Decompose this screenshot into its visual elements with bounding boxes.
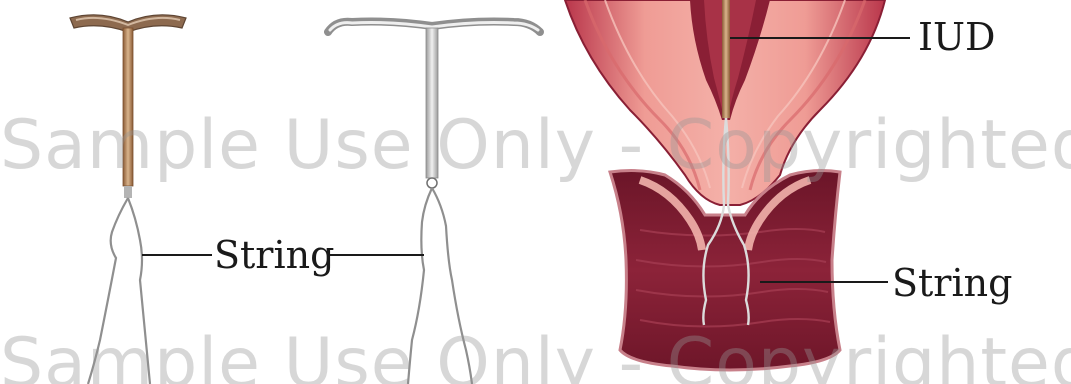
- hormonal-iud-icon: [328, 22, 540, 384]
- uterus-icon: [565, 0, 885, 370]
- copper-iud-icon: [70, 15, 186, 384]
- string-label-left: String: [214, 236, 334, 274]
- string-label-right: String: [892, 264, 1012, 302]
- iud-label: IUD: [918, 18, 996, 56]
